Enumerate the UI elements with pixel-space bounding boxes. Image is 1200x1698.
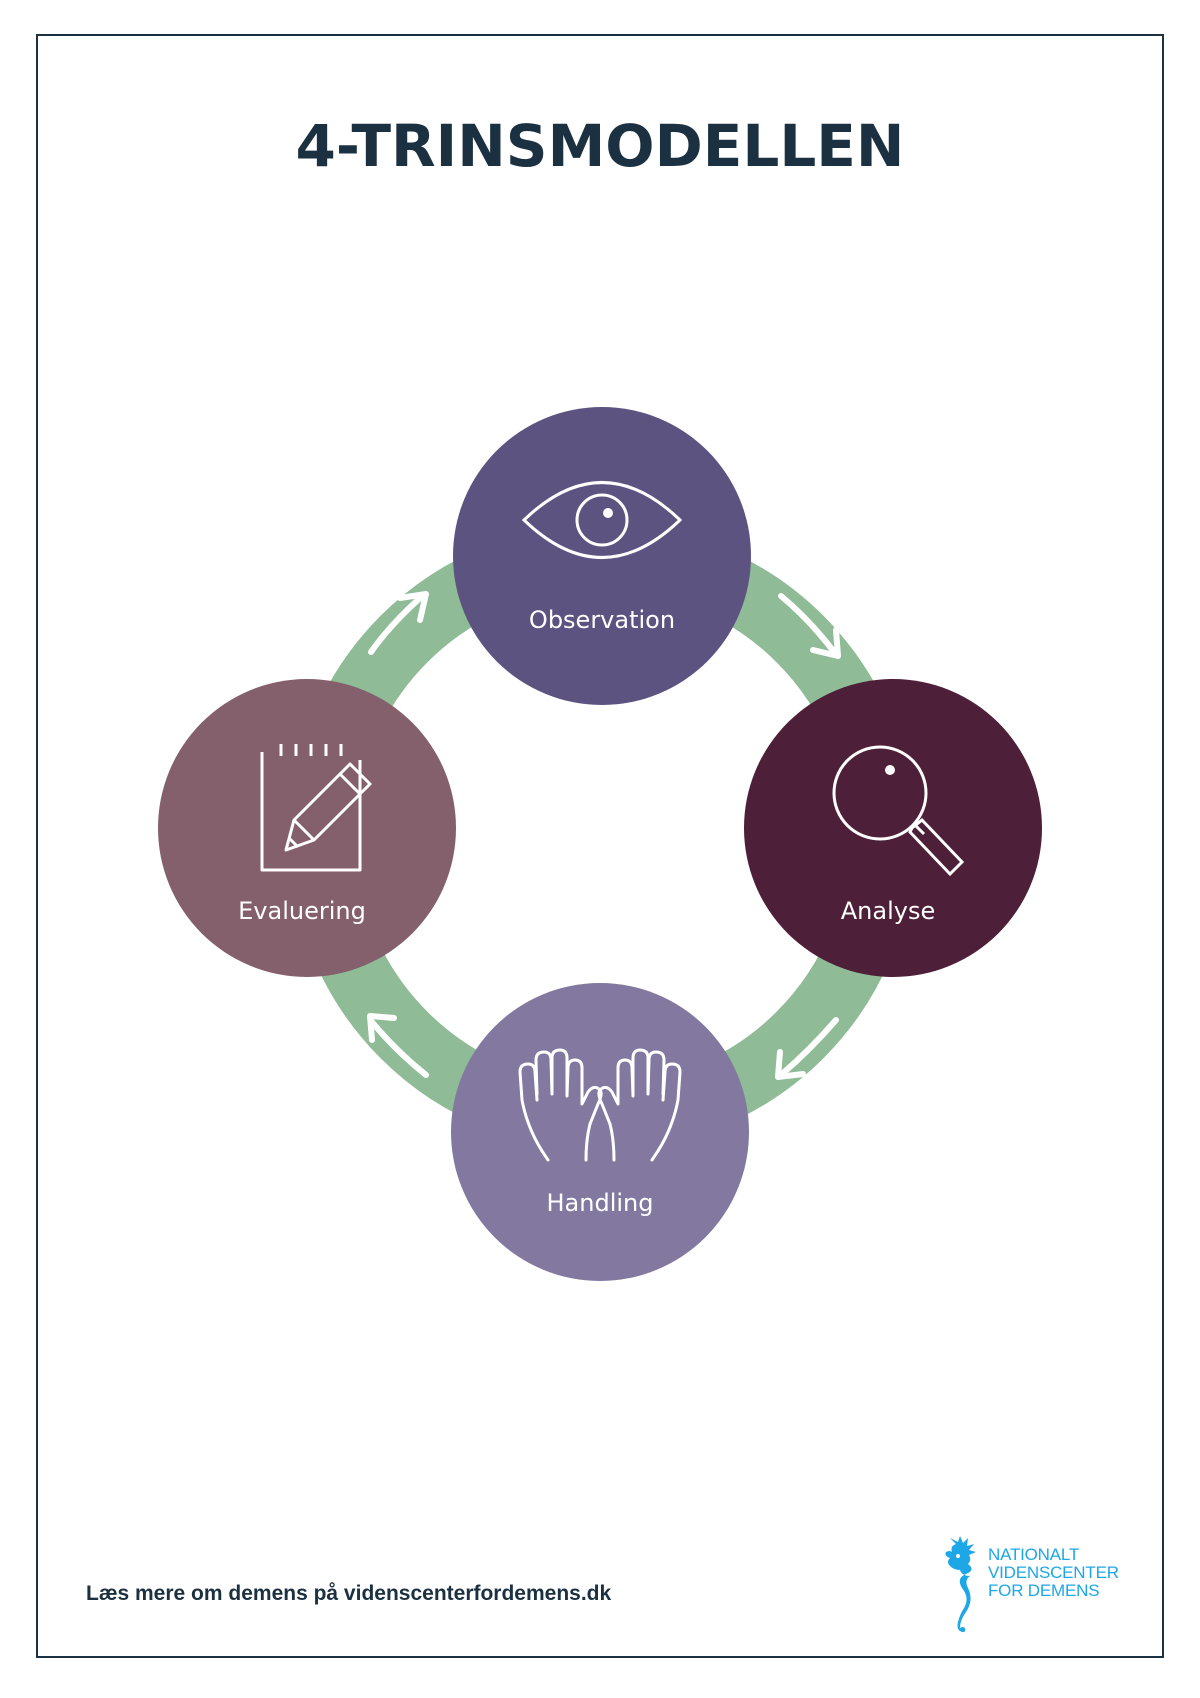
handling-label: Handling	[547, 1189, 654, 1217]
magnifying-glass-icon	[832, 745, 965, 877]
logo: NATIONALT VIDENSCENTER FOR DEMENS	[936, 1536, 1136, 1636]
logo-text: NATIONALT VIDENSCENTER FOR DEMENS	[988, 1546, 1119, 1600]
page-title: 4-TRINSMODELLEN	[295, 112, 905, 180]
eye-icon	[521, 481, 683, 559]
hands-icon	[518, 1048, 682, 1162]
analyse-circle	[744, 679, 1042, 977]
evaluering-circle	[158, 679, 456, 977]
step-handling: Handling	[451, 983, 749, 1281]
logo-line-1: NATIONALT	[988, 1545, 1080, 1564]
page-border	[36, 34, 1164, 1658]
footer-link-text: Læs mere om demens på videnscenterfordem…	[86, 1582, 612, 1605]
arrow-observation-to-analyse	[778, 593, 841, 659]
handling-circle	[451, 983, 749, 1281]
observation-label: Observation	[529, 606, 675, 634]
seahorse-icon	[945, 1536, 976, 1633]
step-observation: Observation	[453, 407, 751, 705]
notepad-pencil-icon	[260, 744, 372, 872]
logo-line-2: VIDENSCENTER	[988, 1563, 1119, 1582]
step-analyse: Analyse	[744, 679, 1042, 977]
evaluering-label: Evaluering	[238, 897, 366, 925]
step-evaluering: Evaluering	[158, 679, 456, 977]
arrow-handling-to-evaluering	[367, 1013, 429, 1078]
analyse-label: Analyse	[841, 897, 935, 925]
arrow-evaluering-to-observation	[368, 591, 429, 655]
arrow-analyse-to-handling	[775, 1017, 839, 1080]
logo-line-3: FOR DEMENS	[988, 1581, 1100, 1600]
